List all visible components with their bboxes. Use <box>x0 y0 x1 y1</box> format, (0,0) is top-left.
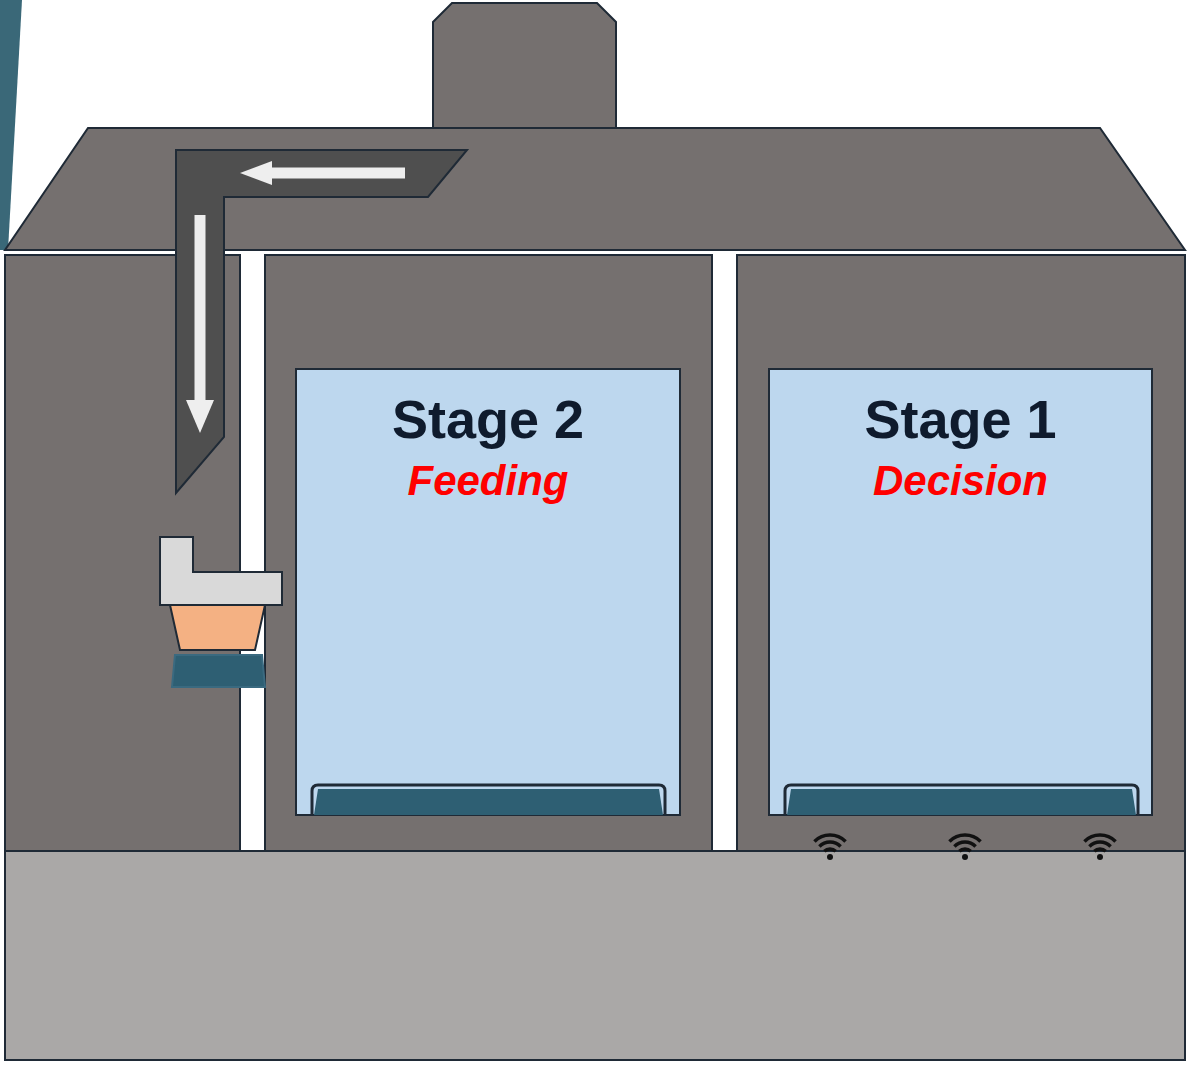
stage-role: Feeding <box>407 456 568 506</box>
wifi-arc <box>814 835 845 841</box>
wifi-arc <box>1084 835 1115 841</box>
wifi-dot <box>827 854 833 860</box>
wifi-dot <box>962 854 968 860</box>
wifi-arc <box>819 842 840 846</box>
wifi-dot <box>1097 854 1103 860</box>
stage-window: Stage 1 Decision <box>768 368 1153 816</box>
wifi-arc <box>949 835 980 841</box>
feeder-cup <box>170 605 265 650</box>
flow-arrowhead <box>240 161 272 185</box>
stage-window: Stage 2 Feeding <box>295 368 681 816</box>
right-wall <box>737 255 1185 851</box>
feeder-tray <box>172 655 265 687</box>
wifi-arc <box>959 849 970 851</box>
edge-accent <box>0 0 22 250</box>
stage-title: Stage 2 <box>392 388 584 450</box>
wifi-arc <box>954 842 975 846</box>
middle-wall <box>265 255 712 851</box>
flow-arrow <box>195 215 206 402</box>
stage-role: Decision <box>873 456 1048 506</box>
wifi-arc <box>824 849 835 851</box>
chimney <box>433 3 616 132</box>
stage-title: Stage 1 <box>864 388 1056 450</box>
wireless-sensors <box>814 835 1115 860</box>
feeder-hopper <box>160 537 282 605</box>
flow-arrow <box>268 168 405 179</box>
wifi-arc <box>1089 842 1110 846</box>
flow-arrowhead <box>186 400 214 433</box>
base <box>5 851 1185 1060</box>
wifi-arc <box>1094 849 1105 851</box>
